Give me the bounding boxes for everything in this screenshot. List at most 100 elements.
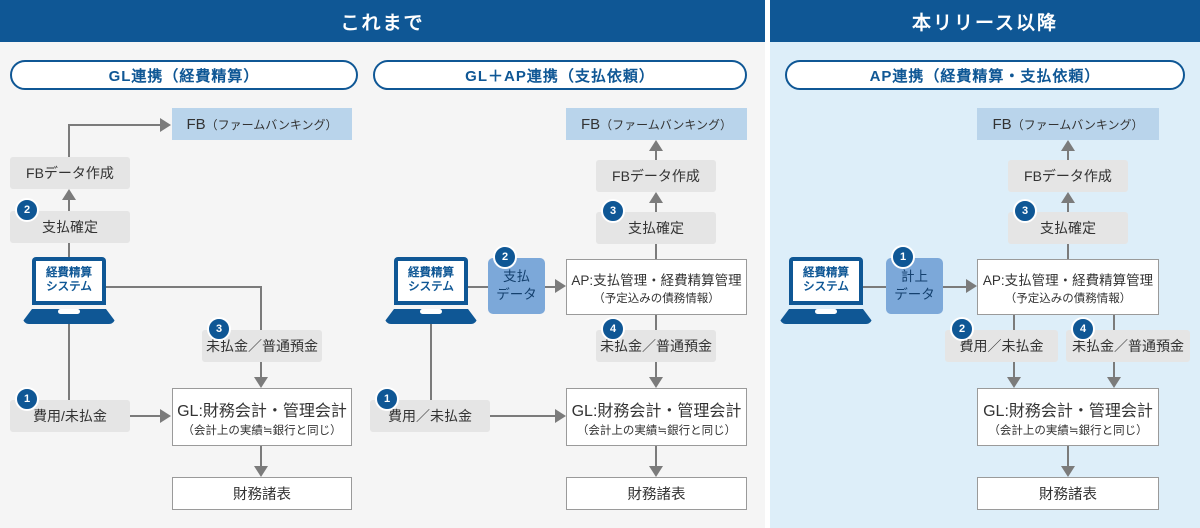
- system-name-line1: 経費精算: [46, 267, 92, 280]
- arrowhead-right: [966, 279, 977, 293]
- fb-full: （ファームバンキング）: [600, 117, 733, 132]
- laptop-base: [780, 309, 872, 324]
- connector: [943, 286, 967, 288]
- connector: [1113, 362, 1115, 378]
- connector: [655, 202, 657, 212]
- connector: [468, 286, 488, 288]
- arrowhead-down: [254, 377, 268, 388]
- d3-fb-create-box: FBデータ作成: [1008, 160, 1128, 192]
- d1-deposit-box: 3 未払金／普通預金: [202, 317, 322, 362]
- step-badge-1: 1: [375, 387, 399, 411]
- d2-expense-box: 1 費用／未払金: [370, 387, 490, 432]
- entry-data-line1: 計上: [901, 269, 928, 285]
- panel-after-title: 本リリース以降: [770, 0, 1200, 42]
- fb-full: （ファームバンキング）: [205, 117, 338, 132]
- step-badge-2: 2: [493, 245, 517, 269]
- connector: [68, 243, 70, 257]
- ap-box-title: AP:支払管理・経費精算管理: [571, 272, 742, 288]
- pay-data-line2: データ: [496, 287, 537, 302]
- connector: [490, 415, 556, 417]
- step-badge-4: 4: [1071, 317, 1095, 341]
- laptop-notch: [58, 309, 80, 314]
- step-badge-1: 1: [891, 245, 915, 269]
- d2-fb-create-box: FBデータ作成: [596, 160, 716, 192]
- gl-box-title: GL:財務会計・管理会計: [571, 402, 742, 420]
- entry-data-line2: データ: [894, 287, 935, 302]
- deposit-label: 未払金／普通預金: [600, 338, 712, 354]
- ap-box-note: （予定込みの債務情報）: [593, 292, 720, 305]
- step-badge-3: 3: [207, 317, 231, 341]
- connector: [68, 319, 70, 400]
- statements-label: 財務諸表: [1039, 487, 1097, 503]
- system-name-line1: 経費精算: [803, 267, 849, 280]
- laptop-notch: [420, 309, 442, 314]
- expense-label: 費用/未払金: [33, 408, 107, 424]
- step-badge-3: 3: [1013, 199, 1037, 223]
- step-badge-1: 1: [15, 387, 39, 411]
- step-badge-2: 2: [950, 317, 974, 341]
- d3-gl-box: GL:財務会計・管理会計 （会計上の実績≒銀行と同じ）: [977, 388, 1159, 446]
- d1-fb-box: FB（ファームバンキング）: [172, 108, 352, 140]
- connector: [655, 150, 657, 160]
- arrowhead-down: [1061, 466, 1075, 477]
- connector: [1067, 244, 1069, 259]
- d3-entry-data-box: 1 計上 データ: [886, 245, 943, 314]
- laptop-label: 経費精算 システム: [398, 261, 464, 301]
- pay-confirm-label: 支払確定: [1040, 220, 1096, 236]
- expense-label: 費用／未払金: [388, 408, 472, 424]
- connector: [863, 286, 886, 288]
- pill-ap-link: AP連携（経費精算・支払依頼）: [785, 60, 1185, 90]
- statements-label: 財務諸表: [627, 487, 686, 503]
- step-badge-3: 3: [601, 199, 625, 223]
- ap-box-note: （予定込みの債務情報）: [1004, 292, 1132, 305]
- system-name-line2: システム: [46, 281, 92, 293]
- pay-data-line1: 支払: [503, 269, 530, 285]
- laptop-screen: 経費精算 システム: [789, 257, 863, 305]
- connector: [130, 415, 161, 417]
- arrowhead-down: [1107, 377, 1121, 388]
- pill-gl-link: GL連携（経費精算）: [10, 60, 358, 90]
- laptop-icon-expense-system: 経費精算 システム: [23, 257, 115, 324]
- connector: [68, 198, 70, 211]
- laptop-screen: 経費精算 システム: [32, 257, 106, 305]
- arrowhead-right: [555, 279, 566, 293]
- connector: [655, 446, 657, 467]
- d3-deposit-box: 4 未払金／普通預金: [1066, 317, 1190, 362]
- expense-label: 費用／未払金: [959, 338, 1044, 354]
- laptop-icon-expense-system: 経費精算 システム: [780, 257, 872, 324]
- laptop-label: 経費精算 システム: [36, 261, 102, 301]
- arrowhead-right: [160, 118, 171, 132]
- fb-full: （ファームバンキング）: [1011, 117, 1144, 132]
- connector: [1113, 315, 1115, 330]
- connector: [1067, 150, 1069, 160]
- system-name-line2: システム: [408, 281, 454, 293]
- connector: [260, 362, 262, 378]
- connector: [68, 124, 161, 126]
- arrowhead-up: [1061, 192, 1075, 203]
- connector: [655, 315, 657, 330]
- connector: [655, 244, 657, 259]
- step-badge-4: 4: [601, 317, 625, 341]
- arrowhead-right: [555, 409, 566, 423]
- d3-fb-box: FB（ファームバンキング）: [977, 108, 1159, 140]
- deposit-label: 未払金／普通預金: [206, 338, 318, 354]
- connector: [430, 319, 432, 400]
- d1-pay-confirm-box: 2 支払確定: [10, 198, 130, 243]
- step-badge-2: 2: [15, 198, 39, 222]
- laptop-base: [23, 309, 115, 324]
- gl-box-title: GL:財務会計・管理会計: [983, 402, 1153, 420]
- system-name-line1: 経費精算: [408, 267, 454, 280]
- connector: [260, 446, 262, 467]
- connector: [545, 286, 557, 288]
- arrowhead-up: [1061, 140, 1075, 151]
- ap-box-title: AP:支払管理・経費精算管理: [982, 272, 1154, 288]
- d1-statements-box: 財務諸表: [172, 477, 352, 510]
- connector: [655, 362, 657, 378]
- fb-abbr: FB: [580, 115, 601, 133]
- system-name-line2: システム: [803, 281, 849, 293]
- connector: [1013, 362, 1015, 378]
- gl-box-title: GL:財務会計・管理会計: [177, 402, 347, 420]
- deposit-label: 未払金／普通預金: [1072, 338, 1184, 354]
- connector: [1067, 202, 1069, 212]
